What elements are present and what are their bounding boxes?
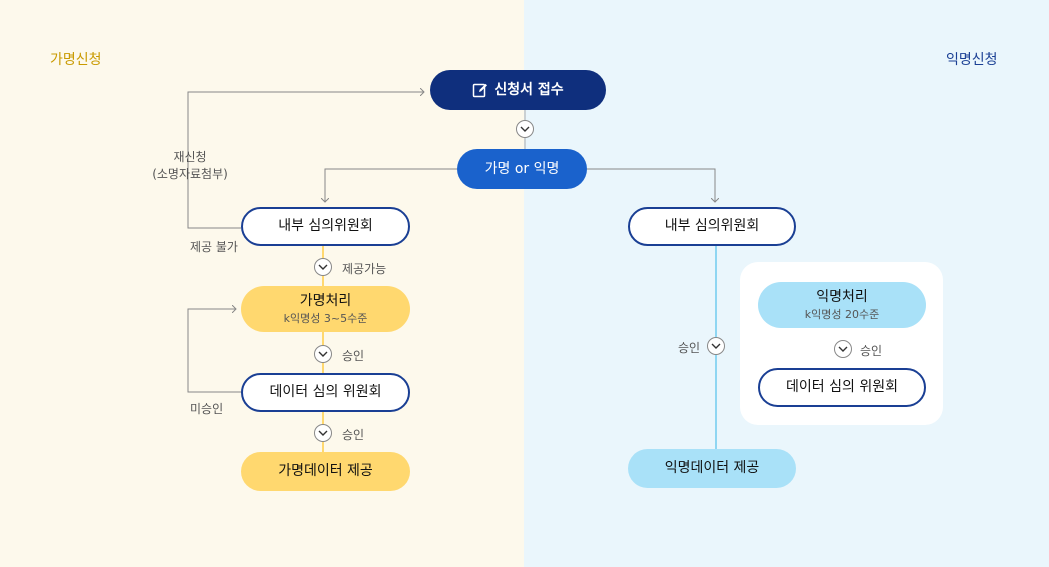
receipt-node[interactable]: 신청서 접수 xyxy=(430,70,606,110)
right-data-review-node[interactable]: 데이터 심의 위원회 xyxy=(758,368,926,407)
anonymous-process-sub: k익명성 20수준 xyxy=(804,307,880,321)
not-approved-label: 미승인 xyxy=(190,402,224,416)
choice-label: 가명 or 익명 xyxy=(484,160,560,177)
chevron-down-icon xyxy=(314,258,332,276)
pseudonym-provide-node[interactable]: 가명데이터 제공 xyxy=(241,452,410,491)
approve-label: 승인 xyxy=(860,344,883,358)
anonymous-provide-node[interactable]: 익명데이터 제공 xyxy=(628,449,796,488)
pseudonym-provide-label: 가명데이터 제공 xyxy=(278,463,373,480)
reapply-label: 재신청 (소명자료첨부) xyxy=(152,150,228,181)
left-internal-review-node[interactable]: 내부 심의위원회 xyxy=(241,207,410,246)
reapply-loop-arrow xyxy=(187,92,424,229)
right-data-review-label: 데이터 심의 위원회 xyxy=(786,379,898,396)
anonymous-process-node[interactable]: 익명처리 k익명성 20수준 xyxy=(758,282,926,328)
anonymous-process-label: 익명처리 xyxy=(816,289,868,305)
pseudonym-process-label: 가명처리 xyxy=(299,293,352,309)
chevron-down-icon xyxy=(516,120,534,138)
not-provided-label: 제공 불가 xyxy=(190,240,238,254)
chevron-down-icon xyxy=(314,424,332,442)
left-data-review-label: 데이터 심의 위원회 xyxy=(269,384,382,401)
pseudonym-process-node[interactable]: 가명처리 k익명성 3~5수준 xyxy=(241,286,410,332)
chevron-down-icon xyxy=(314,345,332,363)
arrow-to-left-review xyxy=(325,168,457,202)
receipt-label: 신청서 접수 xyxy=(494,81,564,98)
arrow-to-right-review xyxy=(587,168,715,202)
approve-label: 승인 xyxy=(678,341,701,355)
approve-label: 승인 xyxy=(342,349,365,363)
pseudonym-process-sub: k익명성 3~5수준 xyxy=(283,311,368,325)
pseudonym-title: 가명신청 xyxy=(50,52,102,68)
choice-node[interactable]: 가명 or 익명 xyxy=(457,149,587,189)
anonymous-provide-label: 익명데이터 제공 xyxy=(664,460,760,477)
chevron-down-icon xyxy=(834,340,852,358)
right-internal-review-node[interactable]: 내부 심의위원회 xyxy=(628,207,796,246)
chevron-down-icon xyxy=(707,337,725,355)
right-internal-review-label: 내부 심의위원회 xyxy=(664,218,760,235)
left-internal-review-label: 내부 심의위원회 xyxy=(278,218,373,235)
approve-label: 승인 xyxy=(342,428,365,442)
provide-ok-label: 제공가능 xyxy=(342,262,387,276)
not-approved-loop-arrow xyxy=(187,309,241,393)
anonymous-title: 익명신청 xyxy=(946,52,998,68)
edit-document-icon xyxy=(473,83,488,98)
left-data-review-node[interactable]: 데이터 심의 위원회 xyxy=(241,373,410,412)
